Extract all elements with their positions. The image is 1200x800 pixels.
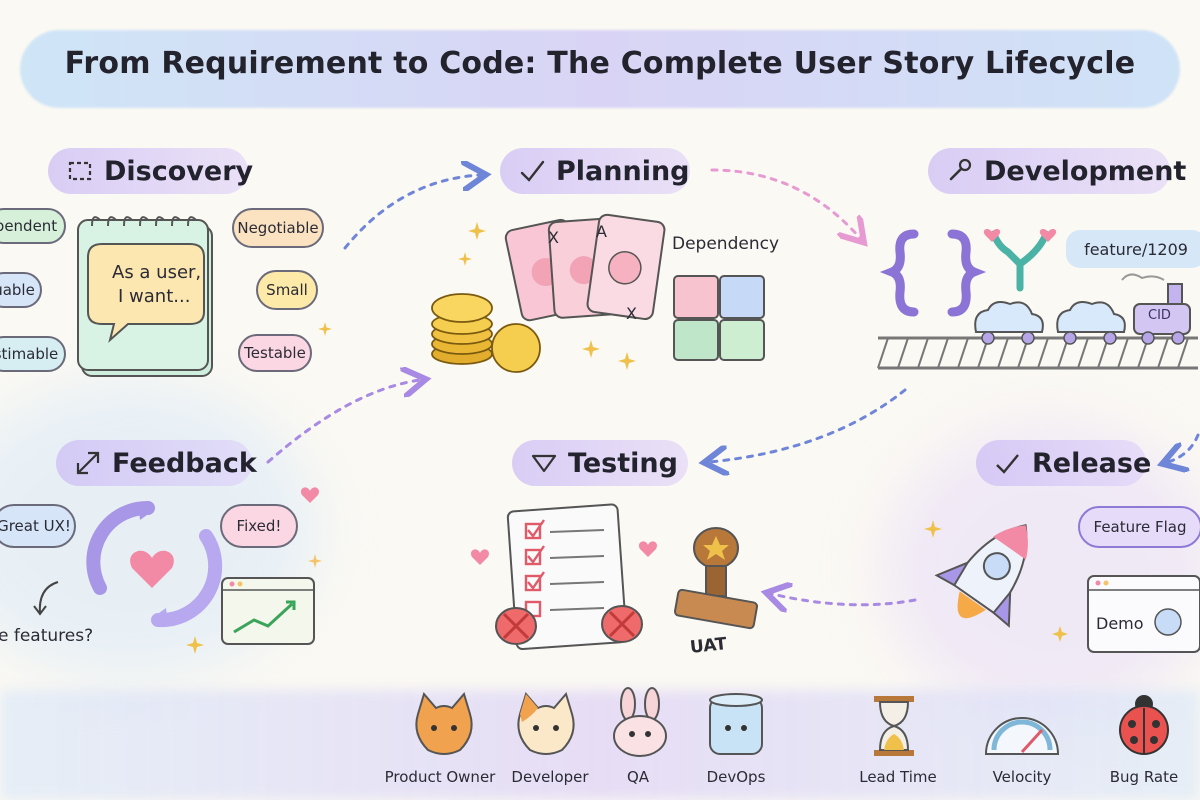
checklist-illustration (506, 503, 628, 651)
page-title: From Requirement to Code: The Complete U… (64, 46, 1136, 81)
invest-bubble-valuable: uable (0, 272, 42, 308)
heart-icon (300, 487, 320, 503)
feedback-bubble-fixed: Fixed! (220, 504, 298, 548)
refresh-heart-illustration (86, 500, 223, 628)
git-branch-icon (983, 229, 1057, 292)
stage-testing-label: Testing (568, 447, 678, 479)
puzzle-pieces-illustration (673, 275, 765, 361)
arrow-planning-to-development (710, 168, 860, 238)
sparkle-icon (186, 636, 204, 654)
stage-development-label: Development (984, 155, 1187, 187)
product-owner-avatar (415, 691, 473, 755)
sparkle-icon (618, 352, 636, 370)
role-label-qa: QA (626, 768, 650, 786)
sparkle-icon (924, 520, 942, 538)
heart-icon (470, 549, 490, 565)
uat-stamp-label: UAT (689, 634, 728, 658)
stage-planning-label: Planning (556, 155, 690, 187)
metric-label-lead-time: Lead Time (859, 768, 937, 786)
qa-avatar (613, 687, 667, 757)
role-label-devops: DevOps (706, 768, 766, 786)
sparkle-icon (318, 322, 332, 336)
invest-bubble-estimable: stimable (0, 336, 66, 372)
bug-icon (601, 605, 643, 643)
expand-arrow-icon (76, 451, 100, 475)
stage-discovery: Discovery (48, 148, 253, 194)
stage-release-label: Release (1032, 447, 1152, 479)
card-letter-1: X (548, 228, 559, 247)
uat-stamp-illustration (673, 527, 759, 630)
developer-avatar (517, 691, 575, 755)
stage-discovery-label: Discovery (104, 155, 254, 187)
stage-feedback-label: Feedback (112, 447, 257, 479)
wrench-icon (949, 158, 972, 181)
sparkle-icon (1052, 626, 1068, 642)
title-band (20, 30, 1180, 108)
checkmark-icon (520, 160, 545, 182)
metric-label-velocity: Velocity (992, 768, 1052, 786)
planning-poker-cards (504, 213, 666, 322)
metric-label-bug-rate: Bug Rate (1109, 768, 1179, 786)
feature-branch-badge: feature/1209 (1066, 230, 1200, 268)
devops-avatar (709, 693, 763, 755)
arrow-release-to-testing (772, 594, 917, 605)
funnel-icon (531, 454, 557, 473)
card-letter-2: A (596, 222, 607, 241)
invest-bubble-testable: Testable (238, 334, 312, 372)
feature-flag-toggle[interactable]: Feature Flag (1078, 506, 1200, 548)
ci-train-illustration (877, 273, 1198, 370)
dependency-label: Dependency (672, 234, 780, 254)
stage-development: Development (928, 148, 1186, 194)
notepad-text-line-2: I want... (118, 286, 191, 307)
sparkle-icon (468, 222, 486, 240)
arrow-discovery-to-planning (343, 175, 480, 250)
demo-label: Demo (1096, 614, 1144, 633)
card-letter-3: X (626, 304, 637, 323)
invest-bubble-small: Small (256, 270, 318, 310)
invest-bubble-independent: pendent (0, 208, 66, 244)
role-label-developer: Developer (511, 768, 589, 786)
stage-planning: Planning (500, 148, 690, 194)
dashed-box-icon (68, 161, 92, 181)
ladybug-icon (1119, 695, 1169, 755)
heart-icon (638, 541, 658, 557)
arrow-development-to-testing (710, 388, 907, 462)
curly-braces-icon (879, 229, 987, 317)
arrow-feedback-to-planning (266, 380, 420, 464)
demo-window-icon (1087, 575, 1200, 653)
sparkle-icon (582, 340, 600, 358)
stage-release: Release (976, 440, 1151, 486)
notepad-text-line-1: As a user, (112, 262, 202, 283)
curved-arrow-icon (33, 581, 59, 616)
feedback-bubble-great-ux: Great UX! (0, 504, 76, 548)
notepad-illustration (77, 216, 213, 377)
stage-feedback: Feedback (56, 440, 257, 486)
invest-bubble-negotiable: Negotiable (232, 208, 324, 248)
bug-icon (495, 607, 537, 645)
speedometer-icon (984, 717, 1060, 755)
hourglass-icon (874, 696, 914, 756)
stage-testing: Testing (512, 440, 688, 486)
sparkle-icon (458, 252, 472, 266)
analytics-window-icon (221, 577, 315, 645)
rocket-illustration (934, 524, 1028, 628)
role-label-product-owner: Product Owner (384, 768, 496, 786)
trend-check-icon (996, 454, 1019, 474)
feedback-question: e features? (0, 626, 94, 646)
coin-stack-illustration (431, 293, 541, 373)
sparkle-icon (308, 554, 322, 568)
train-label: CID (1148, 308, 1171, 323)
arrow-into-release (1168, 433, 1200, 462)
